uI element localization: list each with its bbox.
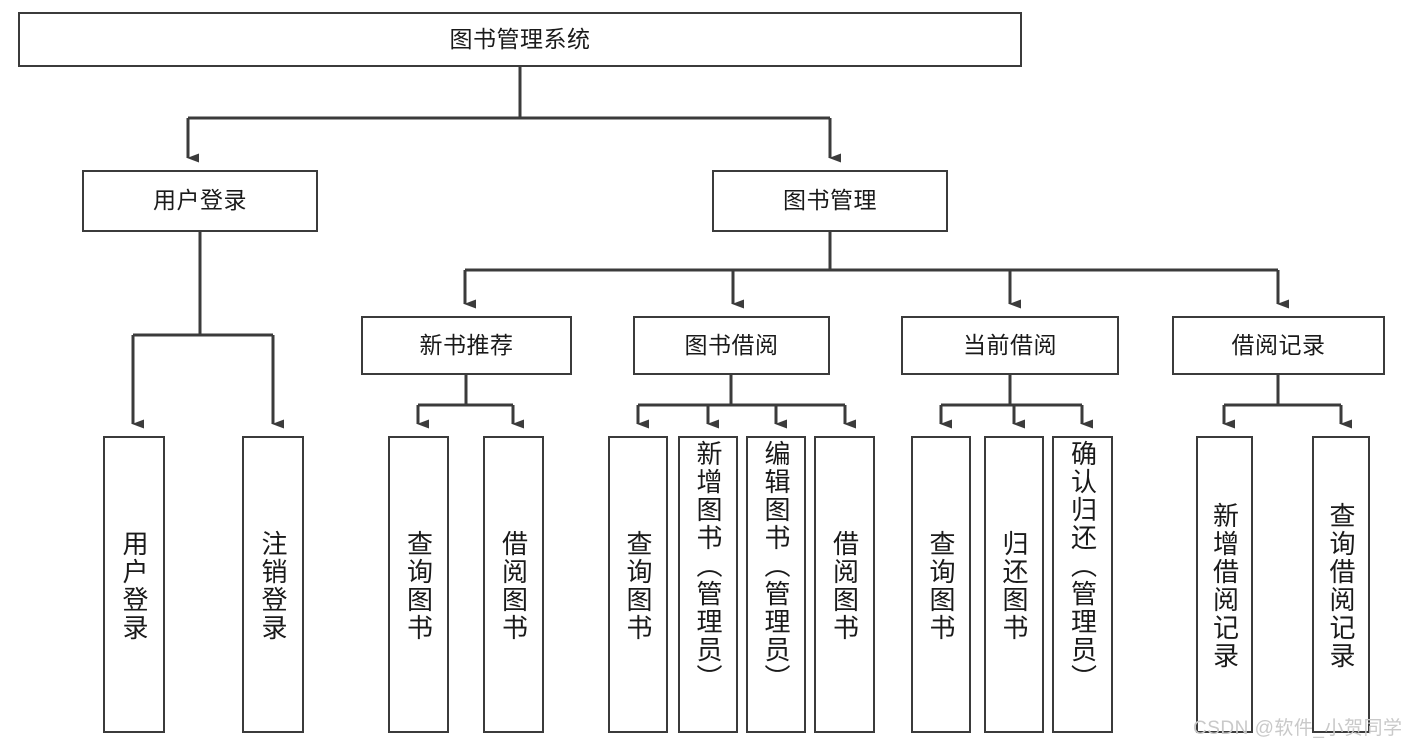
node-label: 借阅图书 <box>829 529 860 642</box>
node-label: 用户登录 <box>119 529 149 642</box>
node-label: 归还图书 <box>999 529 1029 642</box>
leaf-user-login-logout[interactable]: 注销登录 <box>242 436 304 733</box>
leaf-current-return-book[interactable]: 归还图书 <box>984 436 1044 733</box>
leaf-current-query-book[interactable]: 查询图书 <box>911 436 971 733</box>
node-root-system[interactable]: 图书管理系统 <box>18 12 1022 67</box>
node-label: 查询图书 <box>623 529 653 642</box>
leaf-recommend-borrow-book[interactable]: 借阅图书 <box>483 436 544 733</box>
node-label: 编辑图书（管理员） <box>761 440 791 692</box>
leaf-borrow-edit-book-admin[interactable]: 编辑图书（管理员） <box>746 436 806 733</box>
leaf-recommend-query-book[interactable]: 查询图书 <box>388 436 449 733</box>
node-label: 借阅图书 <box>498 529 529 642</box>
node-label: 查询借阅记录 <box>1326 501 1356 670</box>
node-book-management[interactable]: 图书管理 <box>712 170 948 232</box>
node-current-borrow[interactable]: 当前借阅 <box>901 316 1119 375</box>
leaf-borrow-query-book[interactable]: 查询图书 <box>608 436 668 733</box>
watermark-text: CSDN @软件_小贺同学 <box>1193 718 1403 739</box>
node-label: 新书推荐 <box>419 331 514 358</box>
leaf-record-query-record[interactable]: 查询借阅记录 <box>1312 436 1370 733</box>
node-label: 新增借阅记录 <box>1209 501 1240 670</box>
node-label: 借阅记录 <box>1231 331 1326 358</box>
node-label: 新增图书（管理员） <box>693 440 723 692</box>
node-label: 注销登录 <box>258 529 288 642</box>
node-label: 用户登录 <box>153 187 247 214</box>
node-borrow-record[interactable]: 借阅记录 <box>1172 316 1385 375</box>
leaf-borrow-borrow-book[interactable]: 借阅图书 <box>814 436 875 733</box>
leaf-borrow-add-book-admin[interactable]: 新增图书（管理员） <box>678 436 738 733</box>
node-label: 查询图书 <box>403 529 434 642</box>
node-user-login[interactable]: 用户登录 <box>82 170 318 232</box>
leaf-user-login-login[interactable]: 用户登录 <box>103 436 165 733</box>
node-new-book-recommend[interactable]: 新书推荐 <box>361 316 572 375</box>
node-label: 确认归还（管理员） <box>1067 440 1098 692</box>
node-label: 图书借阅 <box>684 331 779 358</box>
node-label: 图书管理系统 <box>449 25 591 52</box>
node-book-borrow[interactable]: 图书借阅 <box>633 316 830 375</box>
node-label: 图书管理 <box>783 187 877 214</box>
leaf-current-confirm-return-admin[interactable]: 确认归还（管理员） <box>1052 436 1113 733</box>
leaf-record-add-record[interactable]: 新增借阅记录 <box>1196 436 1253 733</box>
node-label: 查询图书 <box>926 529 956 642</box>
node-label: 当前借阅 <box>963 331 1057 358</box>
